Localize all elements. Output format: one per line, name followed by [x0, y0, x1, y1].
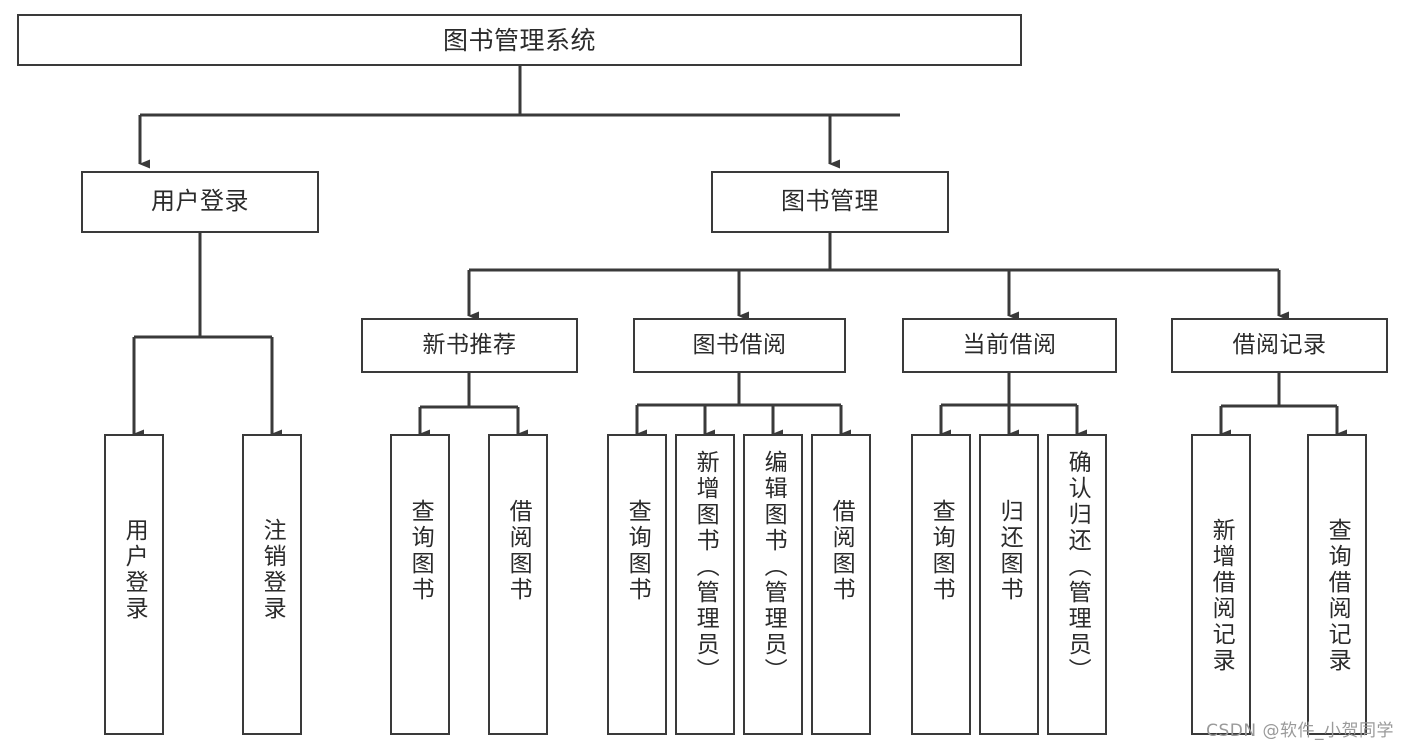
- leaf-user-login-login[interactable]: 用户登录: [104, 434, 164, 735]
- leaf-book-borrow-borrow-book[interactable]: 借阅图书: [811, 434, 871, 735]
- node-label: 查询图书: [624, 499, 651, 603]
- node-label: 图书管理系统: [442, 25, 596, 55]
- node-label: 当前借阅: [962, 332, 1057, 359]
- node-current-borrow[interactable]: 当前借阅: [902, 318, 1117, 373]
- leaf-current-borrow-return-book[interactable]: 归还图书: [979, 434, 1039, 735]
- leaf-current-borrow-query-book[interactable]: 查询图书: [911, 434, 971, 735]
- node-new-book-recommend[interactable]: 新书推荐: [361, 318, 578, 373]
- node-book-management[interactable]: 图书管理: [711, 171, 949, 233]
- node-label: 查询图书: [928, 499, 955, 603]
- leaf-user-login-logout[interactable]: 注销登录: [242, 434, 302, 735]
- leaf-borrow-record-query-record[interactable]: 查询借阅记录: [1307, 434, 1367, 735]
- node-label: 借阅图书: [828, 499, 855, 603]
- node-book-borrow[interactable]: 图书借阅: [633, 318, 846, 373]
- node-label: 新增图书（管理员）: [692, 450, 719, 684]
- leaf-current-borrow-confirm-return-admin[interactable]: 确认归还（管理员）: [1047, 434, 1107, 735]
- node-label: 图书管理: [781, 187, 879, 216]
- node-label: 新书推荐: [422, 332, 517, 359]
- node-label: 确认归还（管理员）: [1064, 450, 1091, 684]
- node-user-login[interactable]: 用户登录: [81, 171, 319, 233]
- leaf-new-book-query-book[interactable]: 查询图书: [390, 434, 450, 735]
- node-label: 借阅记录: [1232, 332, 1327, 359]
- node-label: 查询借阅记录: [1324, 518, 1351, 674]
- leaf-book-borrow-edit-book-admin[interactable]: 编辑图书（管理员）: [743, 434, 803, 735]
- node-label: 借阅图书: [505, 499, 532, 603]
- node-label: 编辑图书（管理员）: [760, 450, 787, 684]
- node-root-book-management-system[interactable]: 图书管理系统: [17, 14, 1022, 66]
- node-label: 查询图书: [407, 499, 434, 603]
- node-label: 用户登录: [121, 518, 148, 622]
- watermark: CSDN @软件_小贺同学: [1206, 721, 1394, 741]
- node-label: 归还图书: [996, 499, 1023, 603]
- leaf-book-borrow-query-book[interactable]: 查询图书: [607, 434, 667, 735]
- node-label: 注销登录: [259, 518, 286, 622]
- node-label: 新增借阅记录: [1208, 518, 1235, 674]
- leaf-borrow-record-add-record[interactable]: 新增借阅记录: [1191, 434, 1251, 735]
- node-label: 用户登录: [151, 187, 249, 216]
- leaf-book-borrow-add-book-admin[interactable]: 新增图书（管理员）: [675, 434, 735, 735]
- node-borrow-record[interactable]: 借阅记录: [1171, 318, 1388, 373]
- leaf-new-book-borrow-book[interactable]: 借阅图书: [488, 434, 548, 735]
- node-label: 图书借阅: [692, 332, 787, 359]
